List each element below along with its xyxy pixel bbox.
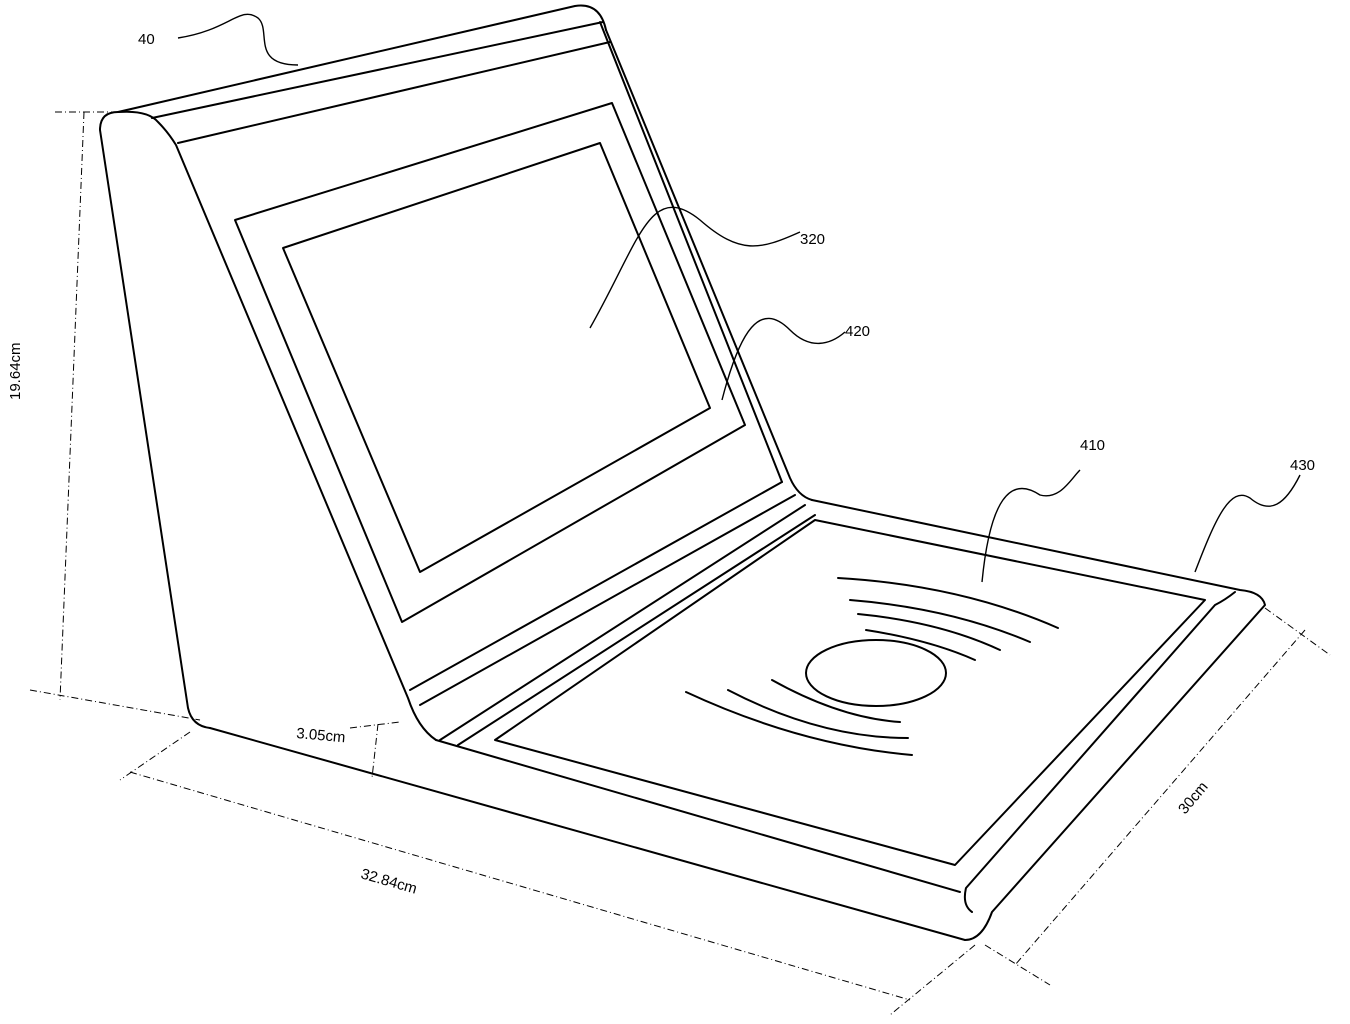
- ref-420: 420: [845, 323, 870, 340]
- leader-lines: [177, 13, 1301, 583]
- center-pad: [805, 639, 947, 707]
- ref-320: 320: [800, 231, 825, 248]
- dim-seat-thickness: 3.05cm: [296, 725, 346, 746]
- dim-height: 19.64cm: [7, 342, 24, 400]
- ref-40: 40: [138, 31, 155, 48]
- ref-410: 410: [1080, 437, 1105, 454]
- seat-inner-panel: [494, 519, 1206, 866]
- screen-outer-frame: [234, 102, 746, 623]
- backrest: [99, 4, 813, 741]
- dim-width: 30cm: [1175, 779, 1212, 818]
- dim-length: 32.84cm: [359, 866, 419, 898]
- ref-430: 430: [1290, 457, 1315, 474]
- dimension-lines: [29, 111, 1331, 1016]
- seat: [209, 481, 1266, 941]
- screen-inner-panel: [282, 142, 711, 573]
